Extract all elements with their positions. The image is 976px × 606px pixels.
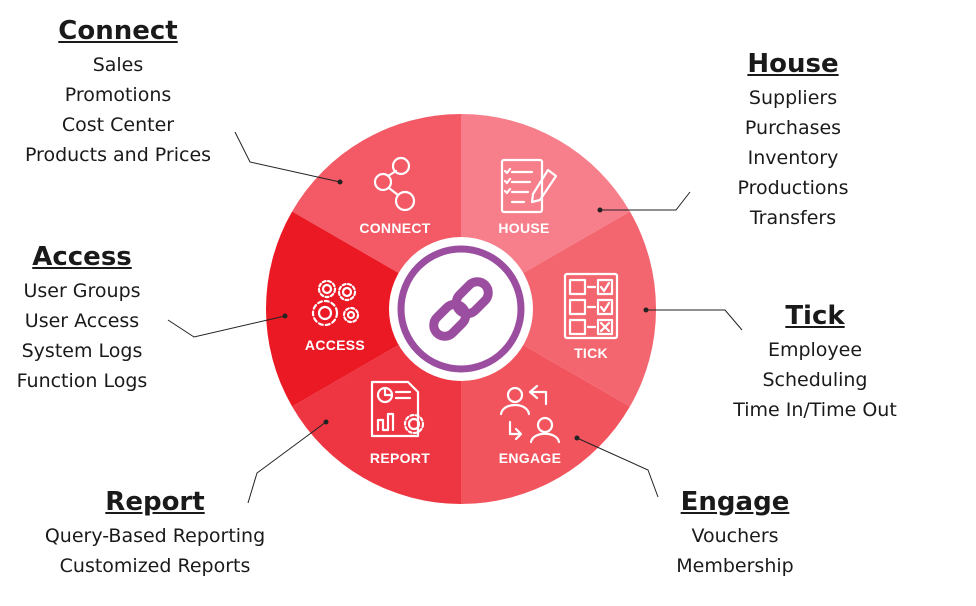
- segment-label-report: REPORT: [370, 450, 430, 466]
- connector-lines: [167, 131, 743, 504]
- center-hub: [389, 237, 533, 381]
- connect-item: Promotions: [64, 84, 172, 106]
- engage-item: Vouchers: [691, 525, 779, 547]
- report-chart-icon: [370, 380, 425, 438]
- connect-item: Sales: [92, 54, 144, 76]
- report-title: Report: [105, 487, 205, 517]
- access-item: User Access: [24, 310, 140, 332]
- house-item: Inventory: [747, 147, 839, 169]
- house-item: Transfers: [749, 207, 837, 229]
- connector-engage: [576, 437, 659, 498]
- link-icon: [429, 277, 493, 341]
- access-item: System Logs: [21, 340, 143, 362]
- access-item: User Groups: [23, 280, 141, 302]
- tick-item: Scheduling: [762, 369, 868, 391]
- engage-item: Membership: [676, 555, 794, 577]
- segment-label-connect: CONNECT: [359, 220, 430, 236]
- report-item: Query-Based Reporting: [44, 525, 266, 547]
- share-nodes-icon: [373, 156, 416, 212]
- segment-access: [265, 211, 461, 407]
- checklist-pencil-icon: [500, 158, 558, 214]
- connector-tick: [646, 309, 743, 331]
- segment-tick: [461, 211, 657, 407]
- segment-label-engage: ENGAGE: [499, 450, 561, 466]
- segment-label-access: ACCESS: [305, 337, 365, 353]
- access-title: Access: [32, 242, 132, 272]
- connector-house: [600, 191, 691, 211]
- segment-label-house: HOUSE: [498, 220, 549, 236]
- tick-item: Employee: [767, 339, 863, 361]
- checkbox-grid-icon: [563, 272, 619, 340]
- report-item: Customized Reports: [59, 555, 251, 577]
- gears-icon: [311, 279, 360, 327]
- connect-title: Connect: [58, 16, 178, 46]
- connector-access: [167, 315, 286, 338]
- segment-label-tick: TICK: [574, 345, 608, 361]
- house-title: House: [747, 49, 839, 79]
- connector-report: [247, 421, 327, 504]
- connector-dots: [282, 179, 649, 441]
- user-swap-icon: [499, 384, 561, 444]
- access-item: Function Logs: [16, 370, 148, 392]
- house-item: Suppliers: [748, 87, 838, 109]
- tick-item: Time In/Time Out: [733, 399, 897, 421]
- tick-title: Tick: [785, 301, 845, 331]
- house-item: Productions: [737, 177, 849, 199]
- house-item: Purchases: [744, 117, 842, 139]
- connector-connect: [234, 131, 341, 183]
- engage-title: Engage: [680, 487, 790, 517]
- connect-item: Products and Prices: [24, 144, 212, 166]
- connect-item: Cost Center: [61, 114, 175, 136]
